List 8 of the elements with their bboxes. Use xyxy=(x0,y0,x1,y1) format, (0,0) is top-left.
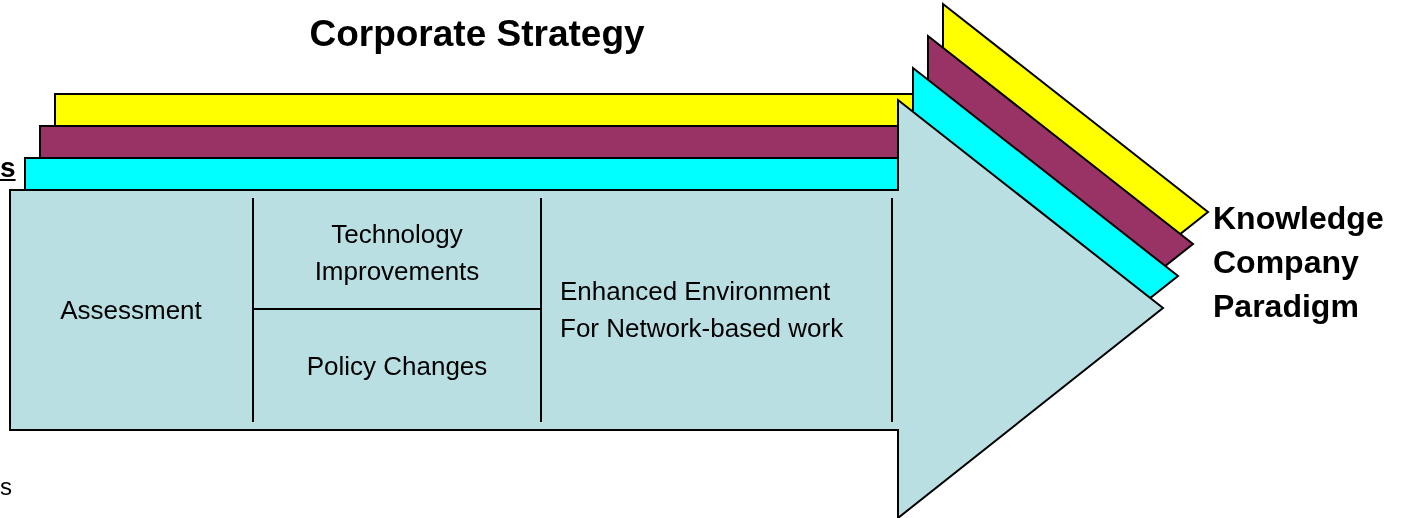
text-label: Knowledge Company Paradigm xyxy=(1213,199,1385,326)
title: Corporate Strategy xyxy=(308,12,646,56)
diagram-cell: Assessment xyxy=(10,198,254,422)
diagram-cell: Policy Changes xyxy=(254,310,540,422)
text-label: s xyxy=(0,151,16,185)
diagram-cell: Technology Improvements xyxy=(254,198,540,310)
text-label: s xyxy=(0,472,12,502)
diagram-cell: Enhanced Environment For Network-based work xyxy=(540,198,893,422)
